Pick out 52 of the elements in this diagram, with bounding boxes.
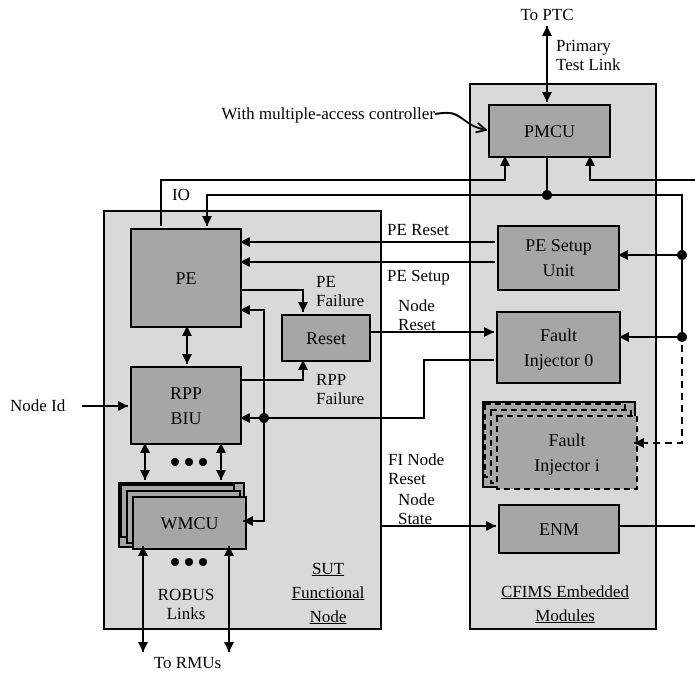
panel-title: CFIMS Embedded Modules (500, 581, 630, 627)
module-box (498, 504, 620, 554)
edge-label: PE Setup (387, 266, 451, 285)
arrow (240, 257, 495, 267)
arrow (542, 26, 552, 102)
arrow (240, 289, 308, 312)
edge-label: PE Reset (387, 220, 450, 239)
module-box (497, 225, 620, 291)
endpoint-label: To PTC (520, 5, 574, 25)
arrow (369, 327, 494, 337)
stacked-module-box (118, 482, 245, 548)
module-panel (103, 210, 382, 630)
module-box (488, 104, 611, 158)
box-label: Reset (305, 326, 347, 350)
edge-label: Primary Test Link (556, 36, 622, 74)
stacked-module-box (482, 401, 636, 488)
arrow (82, 401, 128, 411)
box-label: WMCU (160, 512, 220, 534)
edge-label: FI Node Reset (388, 450, 446, 488)
arrow (585, 156, 695, 181)
module-box (496, 311, 621, 384)
box-label: PE (174, 266, 198, 290)
endpoint-label: Node Id (10, 396, 66, 416)
arrow (140, 443, 150, 480)
arrow (224, 546, 234, 652)
edge-label: PE Failure (316, 272, 366, 310)
arrow (240, 237, 495, 247)
box-label: RPP BIU (168, 382, 204, 430)
link-label: ROBUS Links (156, 585, 216, 623)
box-label: PMCU (522, 120, 576, 142)
arrow (138, 546, 148, 652)
edge-label: RPP Failure (316, 370, 366, 408)
arrow (182, 326, 192, 364)
endpoint-label: To RMUs (154, 653, 222, 673)
module-panel (469, 83, 657, 630)
module-box (130, 366, 242, 445)
annotation-text: With multiple-access controller (221, 104, 435, 124)
pointer-arrow (434, 112, 487, 134)
module-box (130, 228, 242, 328)
signal-label: IO (172, 186, 191, 203)
box-label: Fault Injector 0 (522, 324, 594, 372)
box-label: Fault Injector i (533, 428, 601, 477)
box-label: PE Setup Unit (524, 234, 593, 282)
arrow (160, 156, 510, 226)
edge-label: Node State (398, 490, 436, 528)
arrow (240, 360, 308, 381)
panel-title: SUT Functional Node (290, 558, 366, 628)
edge-label: Node Reset (398, 296, 437, 334)
box-label: ENM (538, 518, 580, 540)
arrow (382, 521, 496, 531)
module-box (281, 314, 371, 362)
arrow (216, 443, 226, 480)
